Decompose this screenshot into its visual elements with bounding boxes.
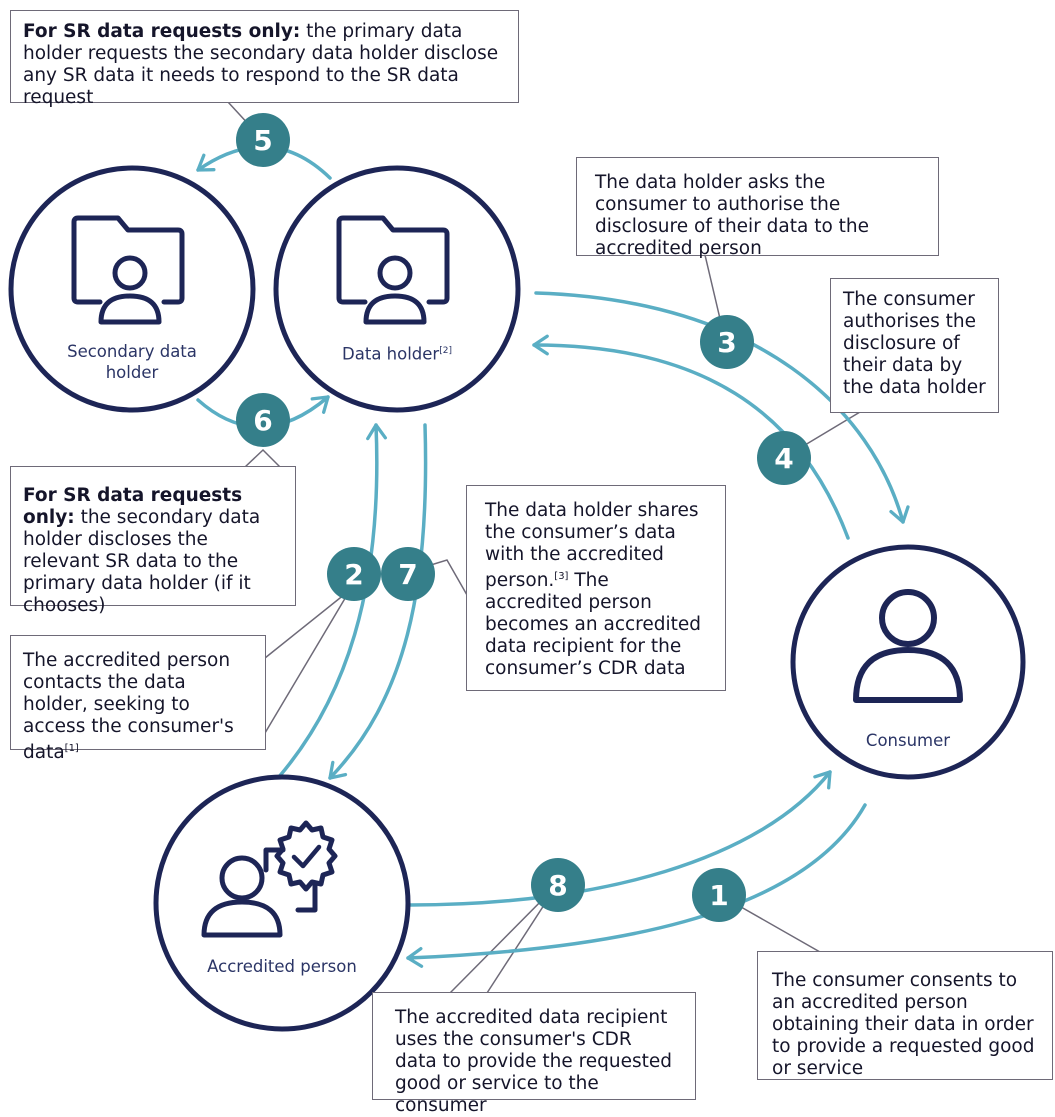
accredited-person-node bbox=[153, 774, 411, 1032]
step-2-number: 2 bbox=[344, 557, 364, 591]
person-verified-icon bbox=[201, 820, 338, 938]
step-8-callout: The accredited data recipient uses the c… bbox=[372, 992, 696, 1116]
arrow-step-4 bbox=[532, 334, 850, 540]
step-4-text: The consumer authorises the disclosure o… bbox=[843, 289, 986, 398]
secondary-data-holder-text: Secondary data holder bbox=[67, 342, 197, 382]
step-4-callout: The consumer authorises the disclosure o… bbox=[830, 278, 999, 413]
step-6-callout: For SR data requests only: the secondary… bbox=[10, 466, 296, 616]
leader-step-2-a bbox=[264, 589, 351, 659]
step-2-text: The accredited person contacts the data … bbox=[23, 650, 234, 764]
folder-person-icon bbox=[336, 215, 450, 325]
folder-person-icon bbox=[71, 215, 185, 325]
consumer-label: Consumer bbox=[828, 730, 988, 751]
step-badge-6: 6 bbox=[236, 393, 290, 447]
step-3-callout: The data holder asks the consumer to aut… bbox=[576, 157, 939, 259]
step-8-number: 8 bbox=[548, 868, 568, 902]
step-1-number: 1 bbox=[709, 878, 729, 912]
step-5-number: 5 bbox=[253, 123, 273, 157]
step-badge-2: 2 bbox=[327, 547, 381, 601]
leader-step-1 bbox=[719, 894, 1053, 953]
arrow-step-2 bbox=[276, 423, 387, 780]
step-6-bold: For SR data requests only: bbox=[23, 485, 243, 528]
data-holder-text: Data holder bbox=[342, 344, 440, 364]
person-icon bbox=[853, 589, 963, 703]
step-1-text: The consumer consents to an accredited p… bbox=[772, 970, 1035, 1079]
arrow-step-1 bbox=[406, 803, 867, 968]
step-3-text: The data holder asks the consumer to aut… bbox=[595, 172, 870, 259]
step-7-callout: The data holder shares the consumer’s da… bbox=[466, 485, 726, 691]
accredited-person-label: Accredited person bbox=[207, 956, 357, 977]
arrow-step-7 bbox=[328, 423, 428, 780]
consumer-node bbox=[790, 544, 1026, 780]
step-2-ref: [1] bbox=[64, 743, 79, 754]
step-6-text: the secondary data holder discloses the … bbox=[23, 507, 261, 616]
step-badge-4: 4 bbox=[757, 431, 811, 485]
step-8-text: The accredited data recipient uses the c… bbox=[395, 1007, 673, 1116]
step-4-number: 4 bbox=[774, 441, 794, 475]
accredited-person-text: Accredited person bbox=[207, 957, 357, 976]
step-5-callout: For SR data requests only: the primary d… bbox=[10, 10, 519, 108]
arrow-step-8 bbox=[408, 770, 832, 907]
leader-step-2-b bbox=[264, 589, 351, 734]
data-holder-ref: [2] bbox=[439, 346, 452, 356]
step-7-number: 7 bbox=[398, 557, 418, 591]
step-5-bold: For SR data requests only: bbox=[23, 21, 301, 42]
step-badge-7: 7 bbox=[381, 547, 435, 601]
step-7-text-b: The accredited person becomes an accredi… bbox=[485, 570, 702, 680]
step-badge-8: 8 bbox=[531, 858, 585, 912]
arrow-step-3 bbox=[534, 291, 910, 524]
step-badge-1: 1 bbox=[692, 868, 746, 922]
step-6-number: 6 bbox=[253, 403, 273, 437]
step-1-callout: The consumer consents to an accredited p… bbox=[757, 951, 1053, 1080]
step-7-text-a: The data holder shares the consumer’s da… bbox=[485, 500, 699, 592]
data-holder-label: Data holder[2] bbox=[317, 341, 477, 365]
step-badge-5: 5 bbox=[236, 113, 290, 167]
step-badge-3: 3 bbox=[700, 315, 754, 369]
leader-step-6 bbox=[244, 448, 281, 468]
step-7-ref: [3] bbox=[554, 571, 569, 582]
step-2-callout: The accredited person contacts the data … bbox=[10, 635, 266, 763]
step-5-text: the primary data holder requests the sec… bbox=[23, 21, 499, 108]
secondary-data-holder-label: Secondary data holder bbox=[52, 341, 212, 383]
consumer-text: Consumer bbox=[865, 731, 951, 750]
step-3-number: 3 bbox=[717, 325, 737, 359]
